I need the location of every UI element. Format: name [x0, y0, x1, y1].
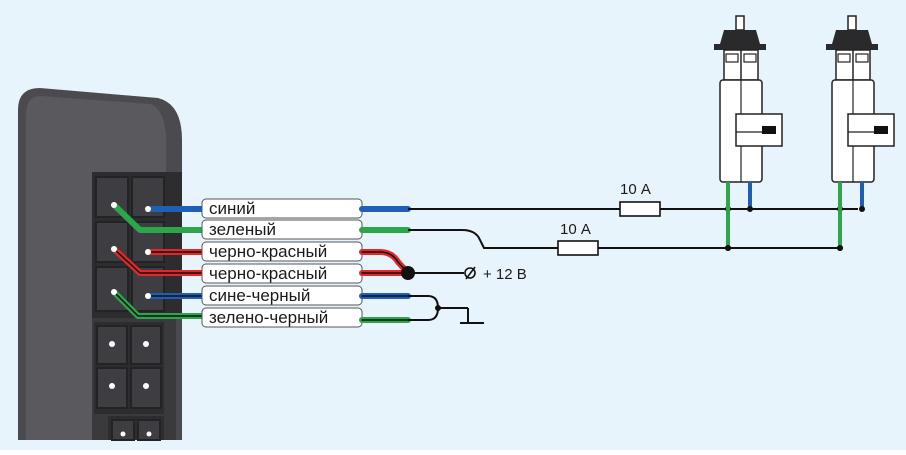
wire-label-6: зелено-черный — [201, 307, 363, 328]
wire-label-text-1: синий — [209, 199, 255, 218]
actuator-right — [826, 15, 895, 248]
ground-junction — [435, 305, 441, 311]
fuse-1: 10 А — [619, 181, 661, 217]
control-unit — [18, 88, 182, 441]
wire-tails — [359, 206, 411, 323]
wire-label-2: зеленый — [201, 219, 363, 240]
wire-label-text-4: черно-красный — [209, 264, 327, 283]
actuator-icon — [826, 15, 895, 183]
fuse-1-label: 10 А — [620, 181, 651, 198]
actuator-icon — [714, 15, 783, 183]
wire-label-3: черно-красный — [201, 241, 363, 262]
power-label: + 12 В — [483, 266, 527, 283]
wire-label-4: черно-красный — [201, 263, 363, 284]
wire-label-1: синий — [201, 198, 363, 219]
wire-label-text-5: сине-черный — [209, 286, 310, 305]
wire-green — [111, 202, 207, 233]
wire-label-text-2: зеленый — [209, 220, 276, 239]
wire-label-text-6: зелено-черный — [209, 308, 328, 327]
fuse-icon — [619, 201, 661, 217]
fuse-icon — [557, 240, 599, 256]
wire-harness — [111, 202, 207, 319]
fuse-2: 10 А — [557, 221, 599, 256]
terminal-icon — [464, 267, 476, 279]
wire-label-text-3: черно-красный — [209, 242, 327, 261]
power-terminal: + 12 В — [464, 266, 527, 283]
fuse-2-label: 10 А — [560, 221, 591, 238]
actuator-left — [714, 15, 783, 248]
wire-labels: синий зеленый черно-красный черно-красны… — [201, 198, 363, 328]
circuit-lines — [408, 208, 858, 322]
power-junction — [401, 266, 415, 280]
wire-label-5: сине-черный — [201, 285, 363, 306]
